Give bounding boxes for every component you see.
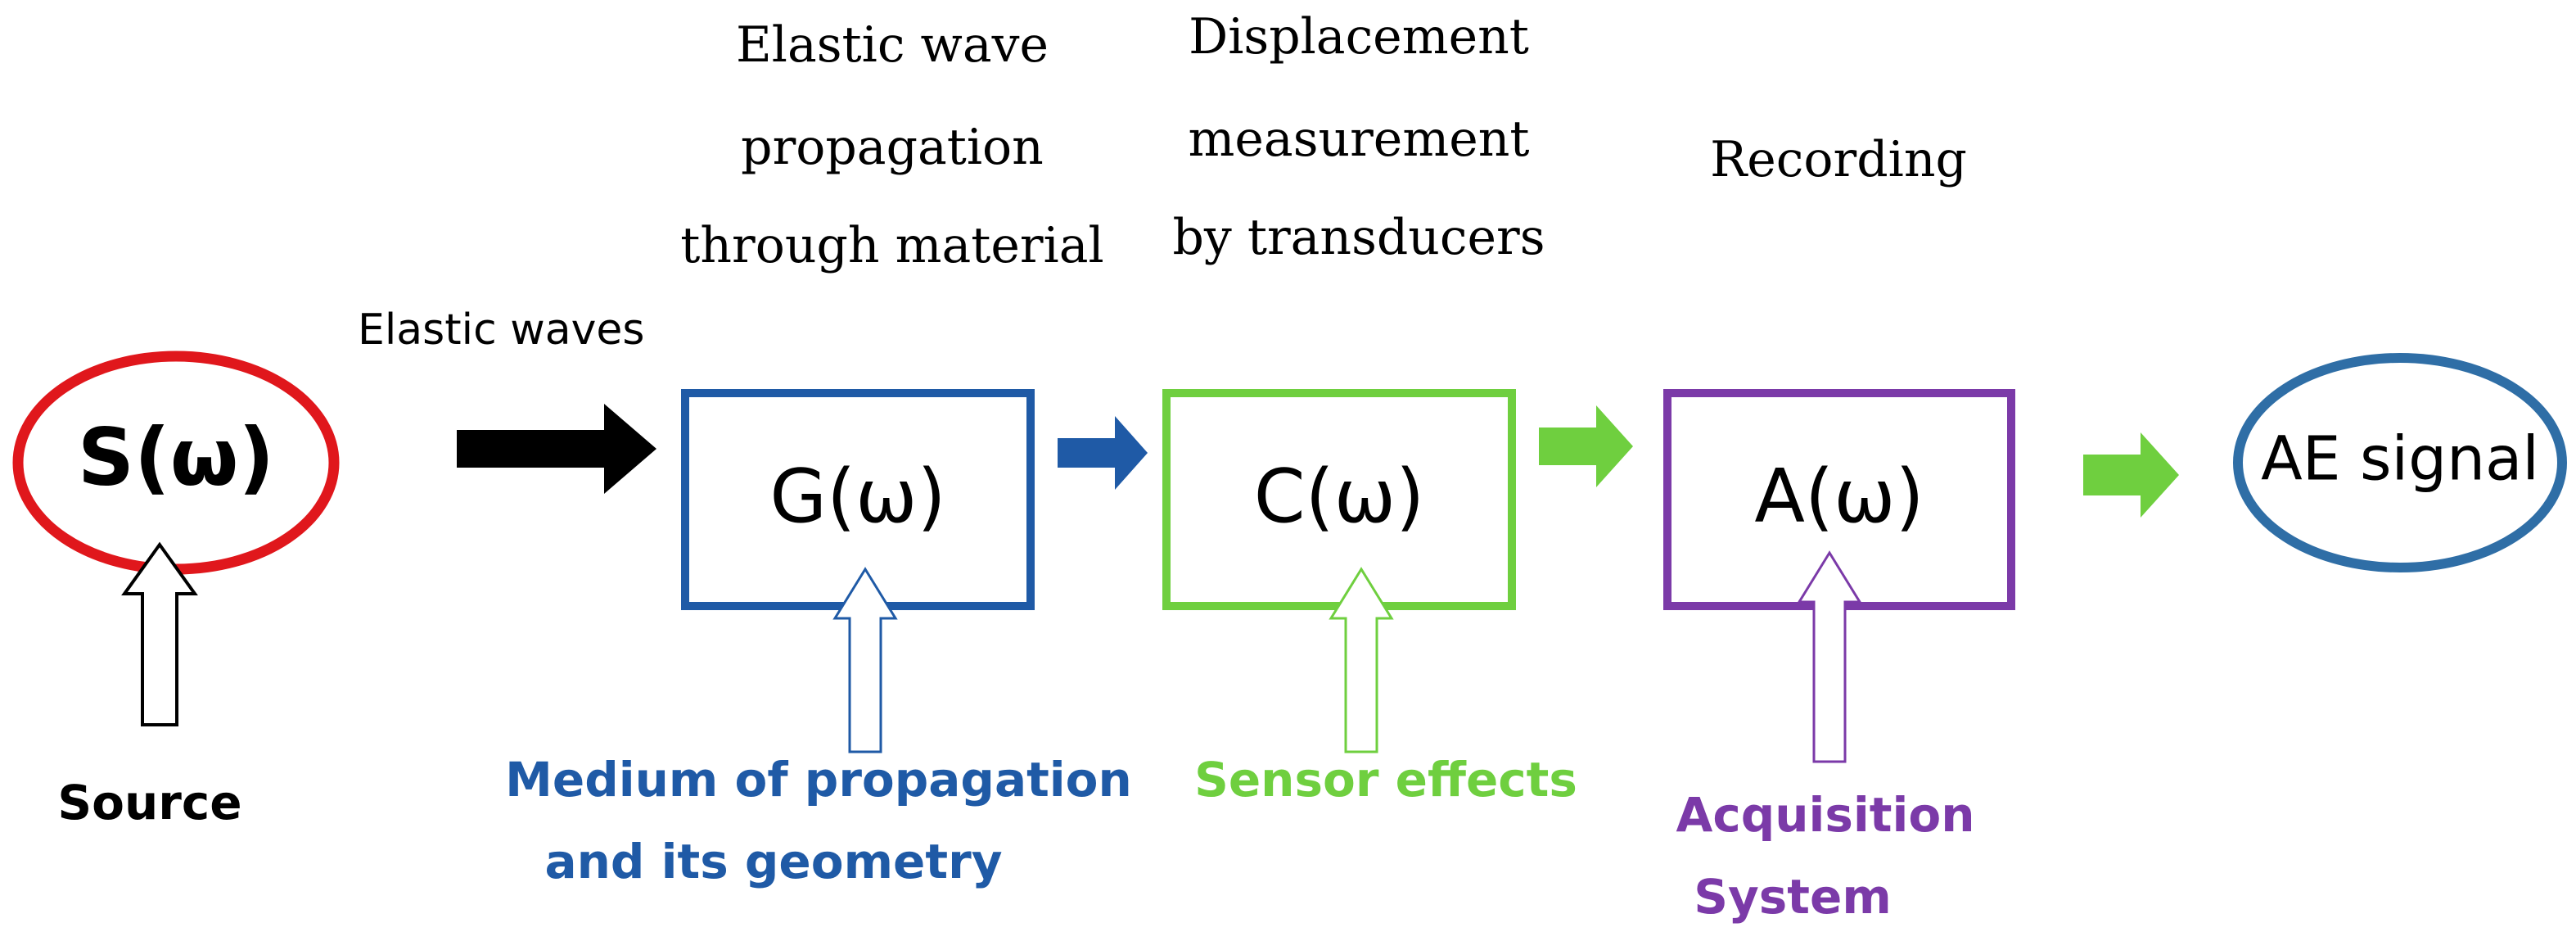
- acquisition-label-line-2: System: [1694, 869, 1892, 925]
- stage-c-line-1: Displacement: [1189, 8, 1529, 66]
- source-symbol: S(ω): [78, 411, 274, 503]
- acquisition-input-arrow: [1797, 550, 1862, 763]
- source-label: Source: [57, 775, 241, 830]
- stage-a-line-1: Recording: [1710, 131, 1967, 188]
- stage-text-a: Recording: [1710, 131, 1967, 188]
- sensor-input-arrow: [1329, 567, 1394, 753]
- stage-c-line-2: measurement: [1189, 111, 1530, 168]
- stage-g-line-1: Elastic wave: [736, 16, 1049, 74]
- arrow-c-to-a: [1539, 405, 1633, 487]
- stage-g-line-2: propagation: [741, 119, 1044, 176]
- output-node: [2233, 353, 2567, 572]
- block-a-symbol: A(ω): [1754, 454, 1924, 540]
- output-label: AE signal: [2261, 424, 2539, 495]
- sensor-label: Sensor effects: [1194, 752, 1577, 808]
- arrow-a-to-output: [2083, 432, 2179, 518]
- block-g-symbol: G(ω): [769, 454, 945, 540]
- source-input-arrow: [121, 541, 198, 726]
- medium-label-line-1: Medium of propagation: [505, 752, 1132, 808]
- acquisition-label-line-1: Acquisition: [1676, 787, 1974, 843]
- stage-c-line-3: by transducers: [1172, 209, 1545, 266]
- elastic-waves-label: Elastic waves: [358, 305, 644, 355]
- elastic-waves-arrow: [457, 404, 656, 494]
- medium-label-line-2: and its geometry: [544, 834, 1002, 889]
- stage-text-g: Elastic wave propagation through materia…: [680, 16, 1103, 274]
- arrow-g-to-c: [1058, 416, 1148, 490]
- stage-g-line-3: through material: [680, 217, 1103, 274]
- medium-input-arrow: [832, 567, 898, 753]
- block-c-symbol: C(ω): [1254, 454, 1424, 540]
- stage-text-c: Displacement measurement by transducers: [1172, 8, 1545, 266]
